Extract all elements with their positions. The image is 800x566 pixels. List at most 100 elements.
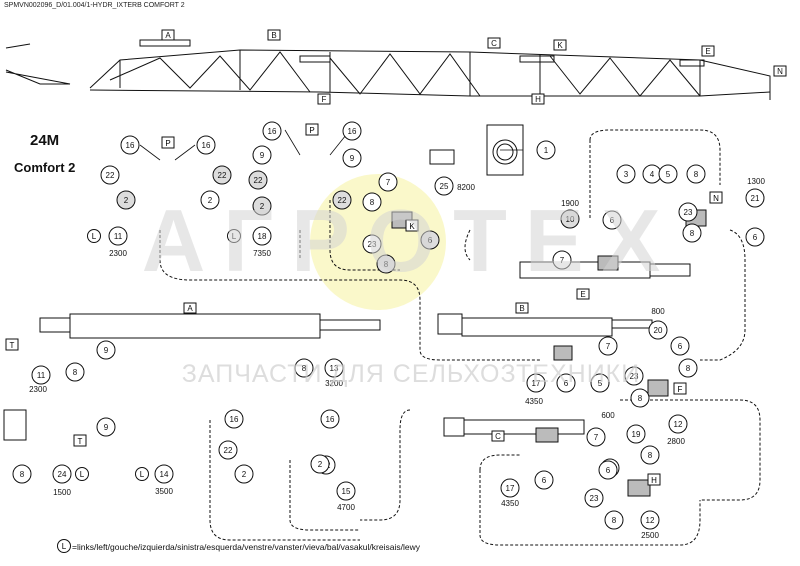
tag-p: P: [161, 136, 175, 149]
tag-t: T: [73, 434, 87, 447]
part-label-e: E: [580, 290, 585, 299]
tag-letter: L: [140, 470, 145, 479]
callout-2: 2: [200, 190, 220, 210]
callout-15: 15: [336, 481, 356, 501]
callout-5: 5: [658, 164, 678, 184]
boom-label-f: F: [322, 95, 327, 104]
callout-8: 8: [686, 164, 706, 184]
callout-circle: [31, 365, 51, 385]
callout-circle: [262, 121, 282, 141]
callout-circle: [682, 223, 702, 243]
hose-length-label: 1900: [561, 199, 579, 208]
callout-17: 17: [526, 373, 546, 393]
tag-frame: [75, 467, 89, 481]
callout-2: 2: [234, 464, 254, 484]
callout-25: 25: [434, 176, 454, 196]
callout-number: 14: [160, 470, 169, 479]
callout-circle: [598, 460, 618, 480]
hose-length-label: 3500: [155, 487, 173, 496]
callout-number: 7: [560, 256, 565, 265]
callout-number: 20: [654, 326, 663, 335]
callout-circle: [678, 202, 698, 222]
callout-23: 23: [624, 366, 644, 386]
tag-frame: [73, 434, 87, 447]
callout-23: 23: [362, 234, 382, 254]
callout-number: 2: [124, 196, 129, 205]
callout-2: 2: [116, 190, 136, 210]
callout-circle: [362, 192, 382, 212]
cylinder-a: [39, 313, 381, 339]
callout-22: 22: [248, 170, 268, 190]
callout-number: 16: [230, 415, 239, 424]
callout-circle: [526, 373, 546, 393]
callout-number: 12: [646, 516, 655, 525]
callout-circle: [52, 464, 72, 484]
callout-circle: [590, 373, 610, 393]
callout-circle: [320, 409, 340, 429]
callout-number: 2: [208, 196, 213, 205]
callout-circle: [332, 190, 352, 210]
tag-letter: P: [165, 139, 170, 148]
callout-16: 16: [196, 135, 216, 155]
callout-22: 22: [212, 165, 232, 185]
part-label-b: B: [519, 304, 524, 313]
tag-letter: F: [678, 385, 683, 394]
hose-length-label: 4700: [337, 503, 355, 512]
tag-l: L: [75, 467, 89, 481]
callout-circle: [616, 164, 636, 184]
part-label-c: C: [495, 432, 501, 441]
tag-letter: T: [78, 437, 83, 446]
callout-circle: [434, 176, 454, 196]
boom-label-n: N: [777, 67, 783, 76]
tag-frame: [405, 219, 419, 232]
callout-circle: [686, 164, 706, 184]
callout-9: 9: [342, 148, 362, 168]
callout-8: 8: [65, 362, 85, 382]
boom-frame: [5, 39, 771, 100]
hose-length-label: 1300: [747, 177, 765, 186]
boom-label-a: A: [165, 31, 171, 40]
callout-number: 17: [532, 379, 541, 388]
callout-number: 8: [20, 470, 25, 479]
callout-circle: [668, 414, 688, 434]
callout-20: 20: [648, 320, 668, 340]
callout-number: 12: [674, 420, 683, 429]
comfort-variant-title: Comfort 2: [14, 160, 76, 175]
callout-circle: [252, 196, 272, 216]
part-label-a: A: [187, 304, 193, 313]
callout-11: 11: [31, 365, 51, 385]
callout-number: 23: [590, 494, 599, 503]
callout-6: 6: [534, 470, 554, 490]
tag-n: N: [709, 191, 723, 204]
callout-6: 6: [745, 227, 765, 247]
callout-number: 15: [342, 487, 351, 496]
callout-number: 21: [751, 194, 760, 203]
hose-length-label: 2300: [29, 385, 47, 394]
callout-8: 8: [362, 192, 382, 212]
callout-8: 8: [376, 254, 396, 274]
callout-number: 6: [610, 216, 615, 225]
callout-circle: [626, 424, 646, 444]
boom-label-b: B: [271, 31, 276, 40]
callout-4: 4: [642, 164, 662, 184]
hose-length-label: 2800: [667, 437, 685, 446]
callout-circle: [294, 358, 314, 378]
callout-number: 8: [638, 394, 643, 403]
callout-19: 19: [626, 424, 646, 444]
callout-8: 8: [682, 223, 702, 243]
callout-circle: [586, 427, 606, 447]
callout-number: 22: [106, 171, 115, 180]
watermark-subtitle: ЗАПЧАСТИ ДЛЯ СЕЛЬХОЗТЕХНИКИ: [181, 360, 641, 388]
callout-circle: [556, 373, 576, 393]
callout-number: 6: [678, 342, 683, 351]
callout-number: 6: [428, 236, 433, 245]
callout-circle: [630, 388, 650, 408]
callout-9: 9: [96, 417, 116, 437]
tag-letter: L: [232, 232, 237, 241]
callout-number: 8: [686, 364, 691, 373]
hose-length-label: 2300: [109, 249, 127, 258]
boom-label-k: K: [557, 41, 563, 50]
